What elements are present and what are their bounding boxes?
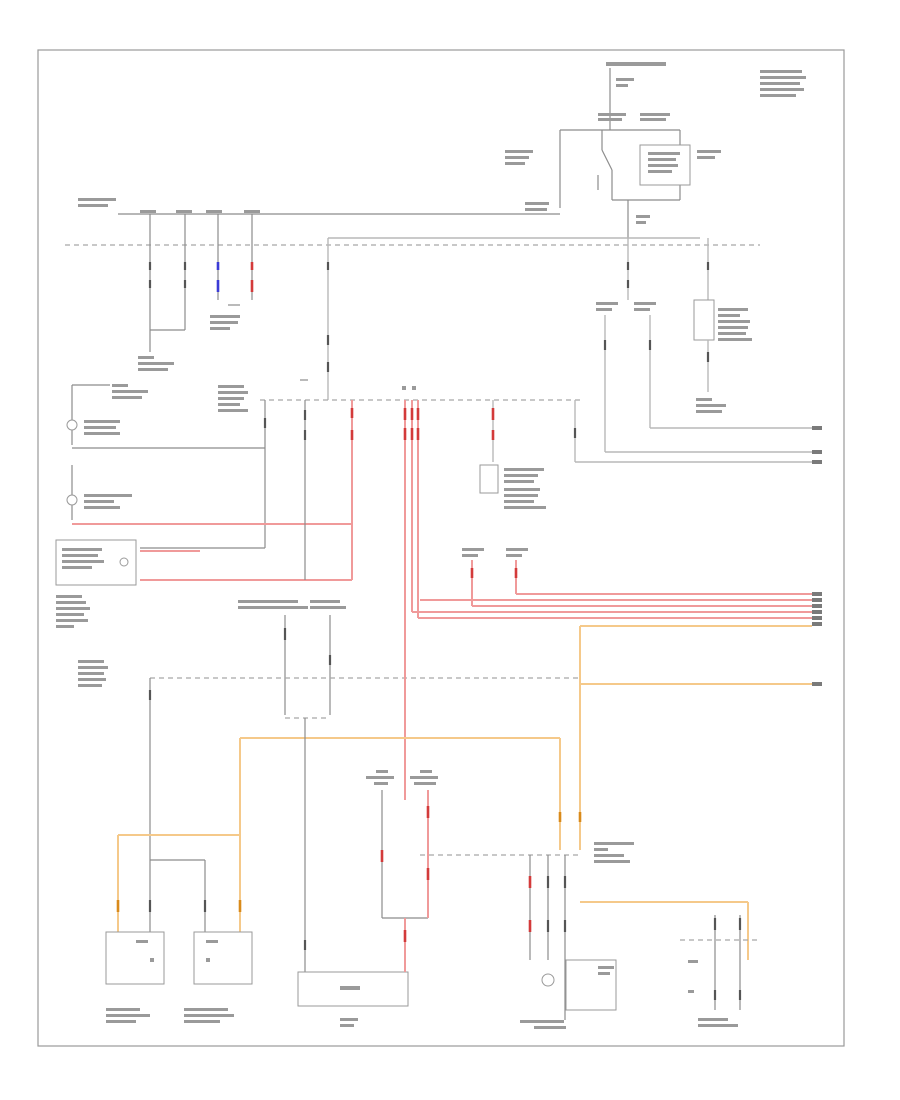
passenger-seat-heater [193,931,253,985]
center-right-switch [479,464,499,494]
bottom-section [105,718,760,1029]
diagram-frame [37,49,845,1047]
right-connectors [420,238,822,686]
driver-seat-heater [105,931,165,985]
top-left-connectors [65,198,760,371]
center-unit [218,237,700,412]
center-switch-block [78,400,580,940]
right-diode-box [693,299,715,341]
left-modules [55,384,354,628]
red-wire-bundle [402,386,812,800]
top-fuse-switch-area [505,62,806,238]
orange-wires [117,625,812,960]
